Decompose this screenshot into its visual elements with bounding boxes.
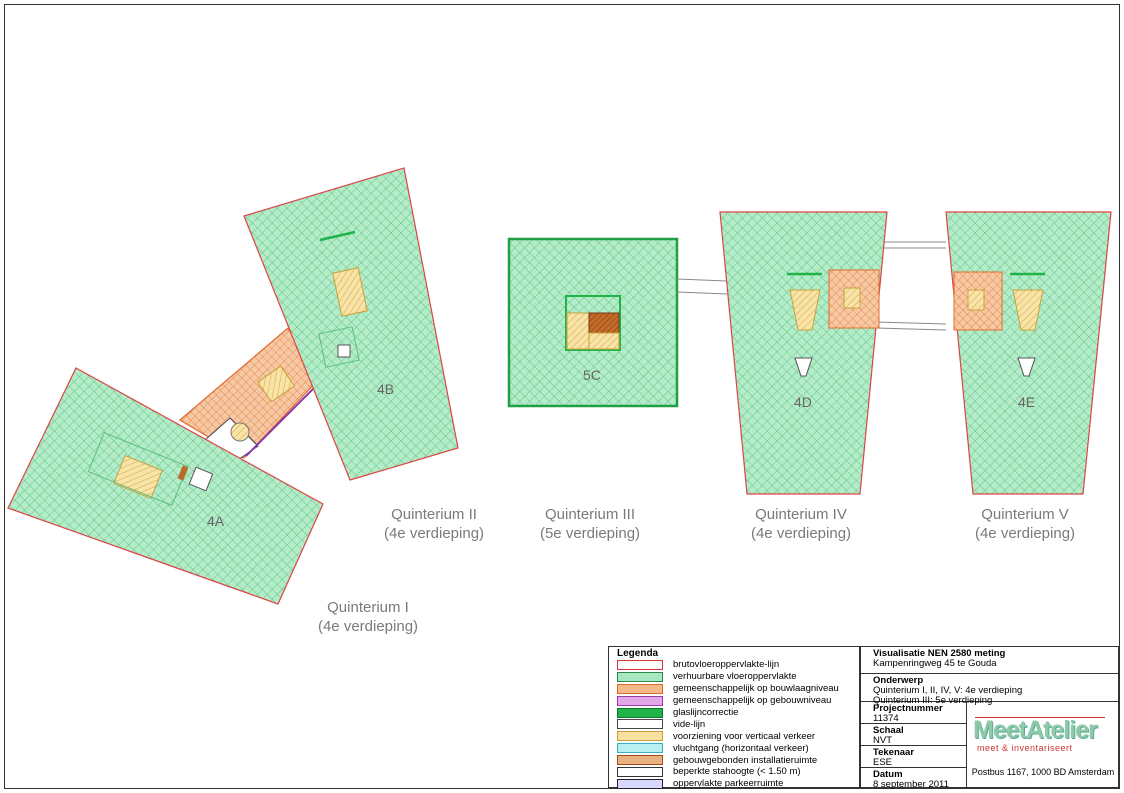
legend-swatch [617, 778, 663, 789]
subject-label: Onderwerp [873, 675, 924, 686]
legend-item: beperkte stahoogte (< 1.50 m) [609, 766, 859, 778]
unit-4b-area [243, 167, 459, 481]
unit-label-4d: 4D [794, 394, 812, 410]
legend-swatch [617, 719, 663, 730]
legend-swatch [617, 707, 663, 718]
legend-swatch [617, 743, 663, 754]
bridges [676, 241, 947, 331]
postal-address: Postbus 1167, 1000 BD Amsterdam [966, 757, 1119, 787]
title-block: Visualisatie NEN 2580 meting Kampenringw… [860, 646, 1120, 790]
building-name: Quinterium V [981, 506, 1069, 523]
tb-date: Datum 8 september 2011 [861, 768, 966, 790]
drawing-title: Visualisatie NEN 2580 meting [873, 648, 1006, 659]
legend-item: oppervlakte parkeerruimte [609, 778, 859, 790]
legend-item: vluchtgang (horizontaal verkeer) [609, 742, 859, 754]
legend-label: glaslijncorrectie [673, 707, 739, 718]
building-label-q4: Quinterium IV (4e verdieping) [721, 505, 881, 543]
legend-item: voorziening voor verticaal verkeer [609, 730, 859, 742]
legend-swatch [617, 671, 663, 682]
subject-line-1: Quinterium I, II, IV, V: 4e verdieping [873, 685, 1023, 696]
date-label: Datum [873, 769, 903, 780]
legend-item: gemeenschappelijk op gebouwniveau [609, 695, 859, 707]
building-name: Quinterium III [544, 506, 636, 523]
legend-label: oppervlakte parkeerruimte [673, 778, 784, 790]
unit-label-4e: 4E [1018, 394, 1036, 410]
legend-label: vide-lijn [673, 718, 706, 730]
logo-tagline: meet & inventariseert [977, 743, 1073, 753]
unit-label-5c: 5C [583, 367, 601, 383]
legend-swatch [617, 766, 663, 777]
building-floor: (4e verdieping) [974, 525, 1076, 542]
building-label-q2: Quinterium II (4e verdieping) [354, 505, 514, 543]
building-label-q1: Quinterium I (4e verdieping) [288, 598, 448, 636]
legend-swatch [617, 731, 663, 742]
legend-swatch [617, 659, 663, 670]
scale-label: Schaal [873, 725, 904, 736]
building-floor: (4e verdieping) [383, 525, 485, 542]
legend-label: gebouwgebonden installatieruimte [673, 754, 818, 766]
legend-label: verhuurbare vloeroppervlakte [673, 671, 797, 683]
legend-swatch [617, 755, 663, 766]
legend-item: brutovloeroppervlakte-lijn [609, 659, 859, 671]
legend-label: beperkte stahoogte (< 1.50 m) [673, 766, 801, 778]
legend-label: voorziening voor verticaal verkeer [673, 730, 816, 742]
tb-project: Projectnummer 11374 [861, 702, 966, 724]
building-name: Quinterium II [391, 506, 477, 523]
legend-title: Legenda [617, 648, 659, 659]
legend-item: verhuurbare vloeroppervlakte [609, 671, 859, 683]
project-number: 11374 [873, 713, 899, 724]
legend-item: vide-lijn [609, 718, 859, 730]
legend-label: vluchtgang (horizontaal verkeer) [673, 742, 809, 754]
date-value: 8 september 2011 [873, 779, 949, 790]
drawer-label: Tekenaar [873, 747, 915, 758]
unit-5c-area [507, 237, 679, 408]
drawer-value: ESE [873, 757, 893, 768]
legend-swatch [617, 683, 663, 694]
building-floor: (4e verdieping) [750, 525, 852, 542]
project-label: Projectnummer [873, 703, 943, 714]
logo-name: MeetAtelier [973, 716, 1098, 744]
legend-item: glaslijncorrectie [609, 707, 859, 719]
scale-value: NVT [873, 735, 892, 746]
tb-scale: Schaal NVT [861, 724, 966, 746]
building-floor: (4e verdieping) [317, 618, 419, 635]
unit-4e-area [945, 211, 1112, 495]
legend-item: gemeenschappelijk op bouwlaagniveau [609, 683, 859, 695]
legend-item: gebouwgebonden installatieruimte [609, 754, 859, 766]
building-name: Quinterium I [327, 599, 409, 616]
building-label-q5: Quinterium V (4e verdieping) [945, 505, 1105, 543]
drawing-address: Kampenringweg 45 te Gouda [873, 658, 997, 669]
logo-rule [975, 717, 1105, 718]
unit-4a-area [7, 367, 324, 605]
legend-label: gemeenschappelijk op gebouwniveau [673, 695, 832, 707]
unit-label-4b: 4B [377, 381, 395, 397]
tb-drawer: Tekenaar ESE [861, 746, 966, 768]
meetatelier-logo: MeetAtelier meet & inventariseert [966, 702, 1119, 757]
subject-line-2: Quinterium III: 5e verdieping [873, 695, 993, 706]
tb-title: Visualisatie NEN 2580 meting Kampenringw… [861, 647, 1120, 674]
tb-subject: Onderwerp Quinterium I, II, IV, V: 4e ve… [861, 674, 1120, 706]
building-label-q3: Quinterium III (5e verdieping) [510, 505, 670, 543]
unit-4d-area [719, 211, 888, 495]
building-floor: (5e verdieping) [539, 525, 641, 542]
building-name: Quinterium IV [755, 506, 847, 523]
legend-swatch [617, 695, 663, 706]
drawing-sheet [4, 4, 1120, 789]
legend-label: gemeenschappelijk op bouwlaagniveau [673, 683, 839, 695]
unit-label-4a: 4A [207, 513, 225, 529]
legend-label: brutovloeroppervlakte-lijn [673, 659, 780, 671]
